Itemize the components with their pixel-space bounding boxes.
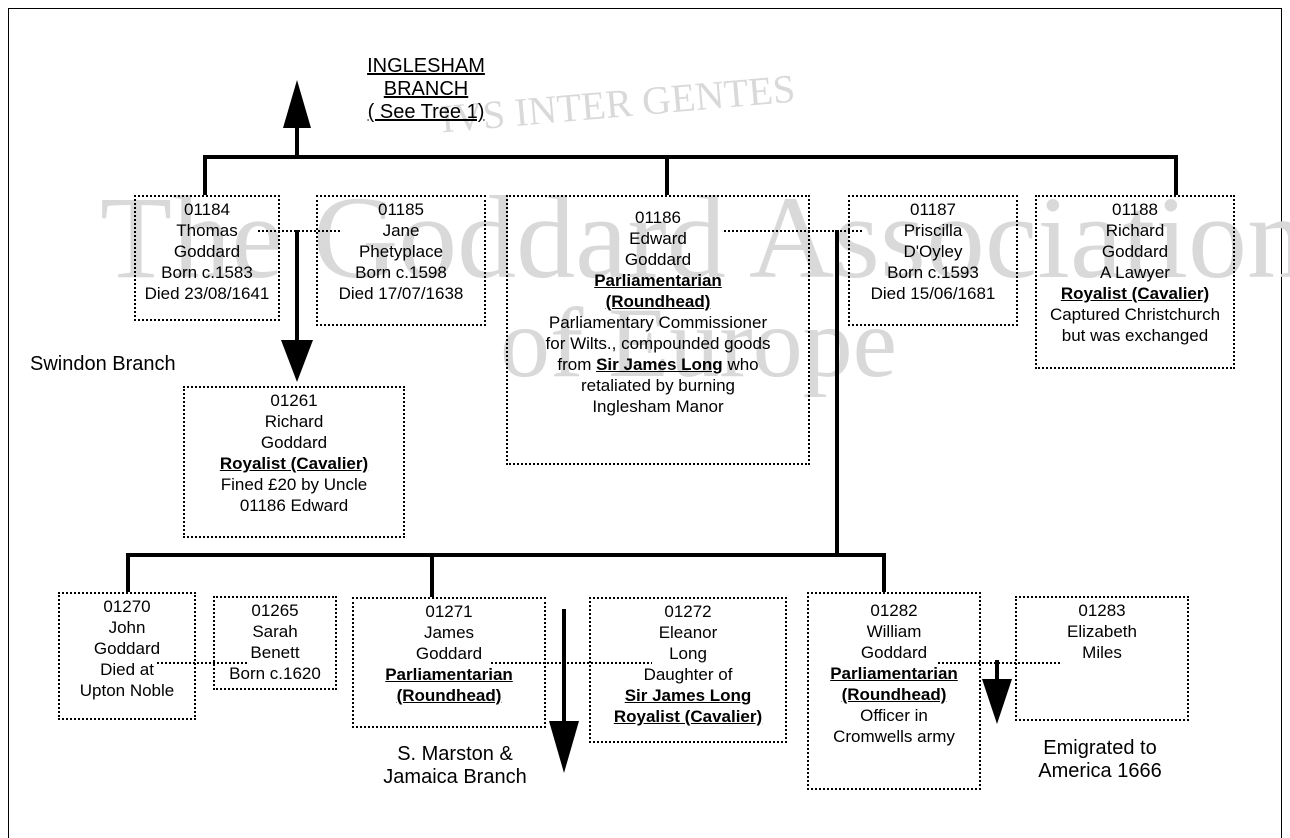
first-name: Richard <box>264 412 324 431</box>
note-line: Daughter of <box>643 665 733 684</box>
swindon-arrowhead <box>281 340 313 382</box>
person-id: 01270 <box>103 597 151 616</box>
marriage-lines <box>157 230 1061 664</box>
person-id: 01188 <box>1111 200 1158 219</box>
person-id: 01282 <box>870 601 918 620</box>
born: Born c.1620 <box>229 664 321 683</box>
person-01186-edward-goddard: 01186 Edward Goddard Parliamentarian (Ro… <box>506 195 810 465</box>
note-line: 01186 Edward <box>239 496 349 515</box>
died: Died 15/06/1681 <box>870 284 996 303</box>
note-line: Cromwells army <box>833 727 955 746</box>
linked-person: Sir James Long <box>624 686 752 705</box>
person-01271-james-goddard: 01271 James Goddard Parliamentarian (Rou… <box>352 597 546 728</box>
note-line: but was exchanged <box>1061 326 1209 345</box>
surname: Phetyplace <box>358 242 444 261</box>
arrowheads <box>281 80 1012 773</box>
emigrated-label: Emigrated to America 1666 <box>1038 737 1162 782</box>
first-name: William <box>866 622 922 641</box>
surname: Goddard <box>173 242 241 261</box>
first-name: Richard <box>1105 221 1165 240</box>
surname: Long <box>669 644 707 663</box>
allegiance-note: (Roundhead) <box>396 686 502 705</box>
allegiance: Parliamentarian <box>830 664 958 683</box>
person-01272-eleanor-long: 01272 Eleanor Long Daughter of Sir James… <box>589 597 787 743</box>
born: Born c.1593 <box>887 263 979 282</box>
marston-jamaica-branch-label: S. Marston & Jamaica Branch <box>383 743 527 788</box>
note-line: Died at <box>100 660 154 679</box>
born: Born c.1583 <box>161 263 253 282</box>
note-line: Inglesham Manor <box>592 397 724 416</box>
person-id: 01186 <box>634 208 681 227</box>
first-name: Sarah <box>252 622 298 641</box>
first-name: John <box>108 618 146 637</box>
surname: Goddard <box>860 643 928 662</box>
person-id: 01184 <box>183 200 230 219</box>
person-id: 01187 <box>909 200 956 219</box>
first-name: Eleanor <box>658 623 718 642</box>
person-01261-richard-goddard: 01261 Richard Goddard Royalist (Cavalier… <box>183 386 405 538</box>
first-name: Elizabeth <box>1067 622 1137 641</box>
linked-person: Sir James Long <box>596 355 723 374</box>
person-01283-elizabeth-miles: 01283 Elizabeth Miles <box>1015 596 1189 721</box>
allegiance: Royalist (Cavalier) <box>613 707 763 726</box>
note-line: Fined £20 by Uncle <box>220 475 368 494</box>
allegiance: Royalist (Cavalier) <box>219 454 369 473</box>
solid-lines <box>126 128 1178 723</box>
person-id: 01272 <box>664 602 712 621</box>
surname: Goddard <box>1101 242 1169 261</box>
note-line: from Sir James Long who <box>557 355 759 374</box>
first-name: Thomas <box>176 221 238 240</box>
died: Died 17/07/1638 <box>338 284 464 303</box>
first-name: James <box>423 623 475 642</box>
note-line: Parliamentary Commissioner <box>548 313 768 332</box>
person-01185-jane-phetyplace: 01185 Jane Phetyplace Born c.1598 Died 1… <box>316 195 486 326</box>
born: Born c.1598 <box>355 263 447 282</box>
surname: Goddard <box>415 644 483 663</box>
note-line: Captured Christchurch <box>1049 305 1221 324</box>
note-line: Officer in <box>860 706 928 725</box>
allegiance-note: (Roundhead) <box>841 685 947 704</box>
note-line: retaliated by burning <box>580 376 736 395</box>
surname: Goddard <box>624 250 692 269</box>
person-id: 01271 <box>425 602 473 621</box>
person-id: 01283 <box>1078 601 1126 620</box>
person-id: 01261 <box>270 391 318 410</box>
person-01265-sarah-benett: 01265 Sarah Benett Born c.1620 <box>213 596 337 690</box>
person-01282-william-goddard: 01282 William Goddard Parliamentarian (R… <box>807 592 981 790</box>
surname: Goddard <box>93 639 161 658</box>
inglesham-arrowhead <box>283 80 311 128</box>
surname: Benett <box>250 643 300 662</box>
first-name: Priscilla <box>903 221 963 240</box>
first-name: Jane <box>382 221 420 240</box>
note-line: for Wilts., compounded goods <box>545 334 771 353</box>
inglesham-branch-label: INGLESHAM BRANCH ( See Tree 1) <box>367 55 485 123</box>
person-01184-thomas-goddard: 01184 Thomas Goddard Born c.1583 Died 23… <box>134 195 280 321</box>
swindon-branch-label: Swindon Branch <box>30 353 176 375</box>
died: Died 23/08/1641 <box>144 284 270 303</box>
surname: Miles <box>1082 643 1122 662</box>
note-line: Upton Noble <box>79 681 175 700</box>
emigrated-arrowhead <box>982 679 1012 724</box>
person-01270-john-goddard: 01270 John Goddard Died at Upton Noble <box>58 592 196 720</box>
surname: D'Oyley <box>903 242 963 261</box>
allegiance-note: (Roundhead) <box>605 292 711 311</box>
person-id: 01185 <box>377 200 424 219</box>
allegiance: Parliamentarian <box>385 665 513 684</box>
occupation: A Lawyer <box>1100 263 1170 282</box>
person-01188-richard-goddard: 01188 Richard Goddard A Lawyer Royalist … <box>1035 195 1235 369</box>
surname: Goddard <box>260 433 328 452</box>
allegiance: Parliamentarian <box>594 271 722 290</box>
page-frame <box>8 8 1282 838</box>
person-01187-priscilla-doyley: 01187 Priscilla D'Oyley Born c.1593 Died… <box>848 195 1018 326</box>
allegiance: Royalist (Cavalier) <box>1060 284 1210 303</box>
first-name: Edward <box>629 229 687 248</box>
marston-arrowhead <box>549 721 579 773</box>
person-id: 01265 <box>251 601 299 620</box>
